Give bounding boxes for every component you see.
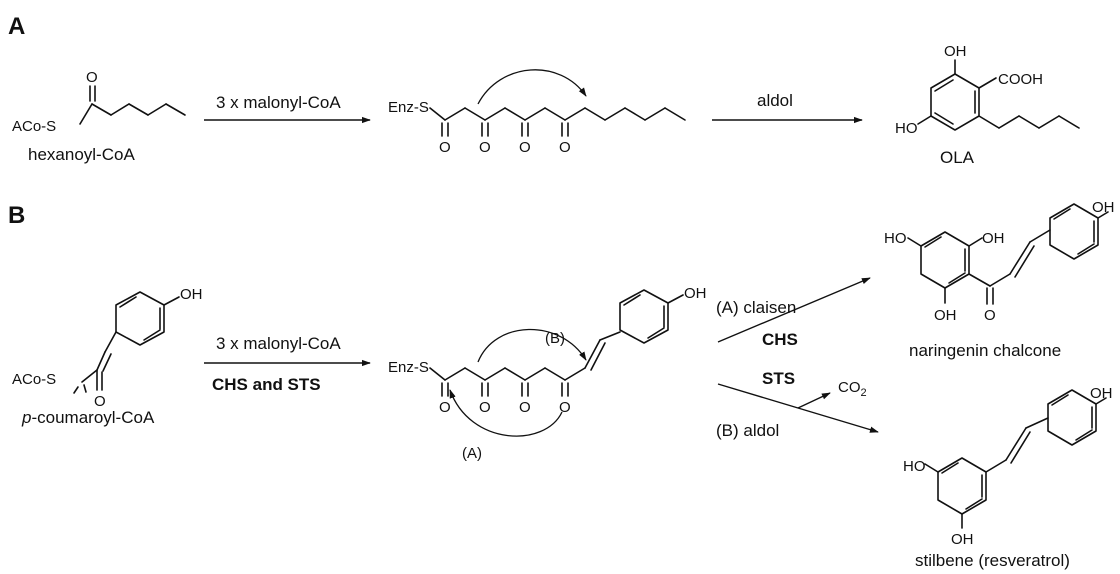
coumaroyl-bonds: [73, 296, 180, 394]
stilbene-ho: HO: [903, 458, 926, 475]
chalcone-oh-ring: OH: [1092, 199, 1115, 216]
panel-a-arrow-1: 3 x malonyl-CoA: [204, 93, 371, 124]
naringenin-chalcone-structure: HO OH OH O OH naringenin chalcone: [884, 199, 1115, 360]
panel-a-oxygen-3: O: [519, 139, 531, 156]
curved-arrow-a-label: (A): [462, 445, 482, 462]
p-coumaroyl-coa-structure: OH ACo-S O p-coumaroyl-CoA: [12, 286, 203, 427]
stilbene-b-ring-bonds: [1051, 394, 1107, 441]
panel-b-enzymes: CHS and STS: [212, 375, 321, 394]
panel-b-enz-s-group: Enz-S: [388, 359, 429, 376]
co2-byproduct: CO2: [838, 379, 867, 399]
chalcone-bonds: [907, 229, 1051, 305]
curved-arrow-b-label: (B): [545, 330, 565, 347]
panel-b-intermediate-ring-bonds: [623, 294, 684, 339]
ola-oh-top: OH: [944, 43, 967, 60]
coumaroyl-oh: OH: [180, 286, 203, 303]
route-b-label: (B) aldol: [716, 421, 779, 440]
coumaroyl-ring: [115, 291, 165, 346]
panel-a-reagent: 3 x malonyl-CoA: [216, 93, 341, 112]
panel-b-intermediate-oh: OH: [684, 285, 707, 302]
panel-b-intermediate-bonds: [429, 331, 621, 397]
panel-a-oxygen-1: O: [439, 139, 451, 156]
panel-b-oxygen-2: O: [479, 399, 491, 416]
chalcone-b-ring: [1049, 203, 1099, 260]
ola-ring: [930, 73, 980, 131]
curved-arrow-a: [449, 389, 563, 437]
ola-name: OLA: [940, 148, 975, 167]
chalcone-ho: HO: [884, 230, 907, 247]
panel-a-arrow-2: aldol: [712, 91, 863, 124]
panel-b-label: B: [8, 202, 25, 229]
chalcone-b-ring-bonds: [1053, 208, 1109, 255]
route-b-enzyme: STS: [762, 369, 795, 388]
panel-b-oxygen-1: O: [439, 399, 451, 416]
stilbene-a-ring: [937, 457, 987, 515]
hexanoyl-bonds: [79, 85, 186, 125]
panel-a-intermediate-structure: Enz-S O O O O: [388, 69, 686, 156]
chalcone-carbonyl-oxygen: O: [984, 307, 996, 324]
curved-arrow-b: [477, 328, 587, 363]
panel-b-intermediate-structure: Enz-S OH: [388, 285, 707, 462]
ola-structure: OH COOH HO OLA: [895, 43, 1080, 167]
route-a-arrow: (A) claisen CHS: [716, 277, 871, 349]
panel-b-oxygen-3: O: [519, 399, 531, 416]
stilbene-bonds: [924, 417, 1049, 529]
panel-a-oxygen-2: O: [479, 139, 491, 156]
hexanoyl-carbonyl-oxygen: O: [86, 69, 98, 86]
panel-a-label: A: [8, 13, 25, 40]
chalcone-oh-bottom: OH: [934, 307, 957, 324]
hexanoyl-coa-structure: ACo-S O hexanoyl-CoA: [12, 69, 186, 164]
stilbene-b-ring: [1047, 389, 1097, 446]
route-a-label: (A) claisen: [716, 298, 796, 317]
chalcone-a-ring: [920, 231, 970, 289]
panel-a-intermediate-bonds: [429, 107, 686, 137]
panel-b-reagent: 3 x malonyl-CoA: [216, 334, 341, 353]
stilbene-oh-ring: OH: [1090, 385, 1113, 402]
ola-bonds: [917, 59, 1080, 129]
panel-a-oxygen-4: O: [559, 139, 571, 156]
panel-b-arrow-1: 3 x malonyl-CoA CHS and STS: [204, 334, 371, 394]
panel-b-intermediate-ring: [619, 289, 669, 344]
ola-cooh: COOH: [998, 71, 1043, 88]
panel-b-oxygen-4: O: [559, 399, 571, 416]
route-a-enzyme: CHS: [762, 330, 798, 349]
panel-a-aldol-label: aldol: [757, 91, 793, 110]
coumaroyl-carbonyl-oxygen: O: [94, 393, 106, 410]
naringenin-chalcone-name: naringenin chalcone: [909, 341, 1061, 360]
hexanoyl-coa-name: hexanoyl-CoA: [28, 145, 135, 164]
hexanoyl-acos-group: ACo-S: [12, 118, 56, 135]
stilbene-name: stilbene (resveratrol): [915, 551, 1070, 570]
panel-a-enz-s-group: Enz-S: [388, 99, 429, 116]
stilbene-structure: HO OH OH stilbene (resveratrol): [903, 385, 1113, 570]
p-coumaroyl-coa-name: p-coumaroyl-CoA: [21, 408, 155, 427]
coumaroyl-acos-group: ACo-S: [12, 371, 56, 388]
panel-a-aldol-curved-arrow: [477, 69, 587, 105]
ola-ho: HO: [895, 120, 918, 137]
route-b-arrow: STS (B) aldol CO2: [716, 369, 879, 440]
chalcone-oh-top: OH: [982, 230, 1005, 247]
stilbene-oh-bottom: OH: [951, 531, 974, 548]
